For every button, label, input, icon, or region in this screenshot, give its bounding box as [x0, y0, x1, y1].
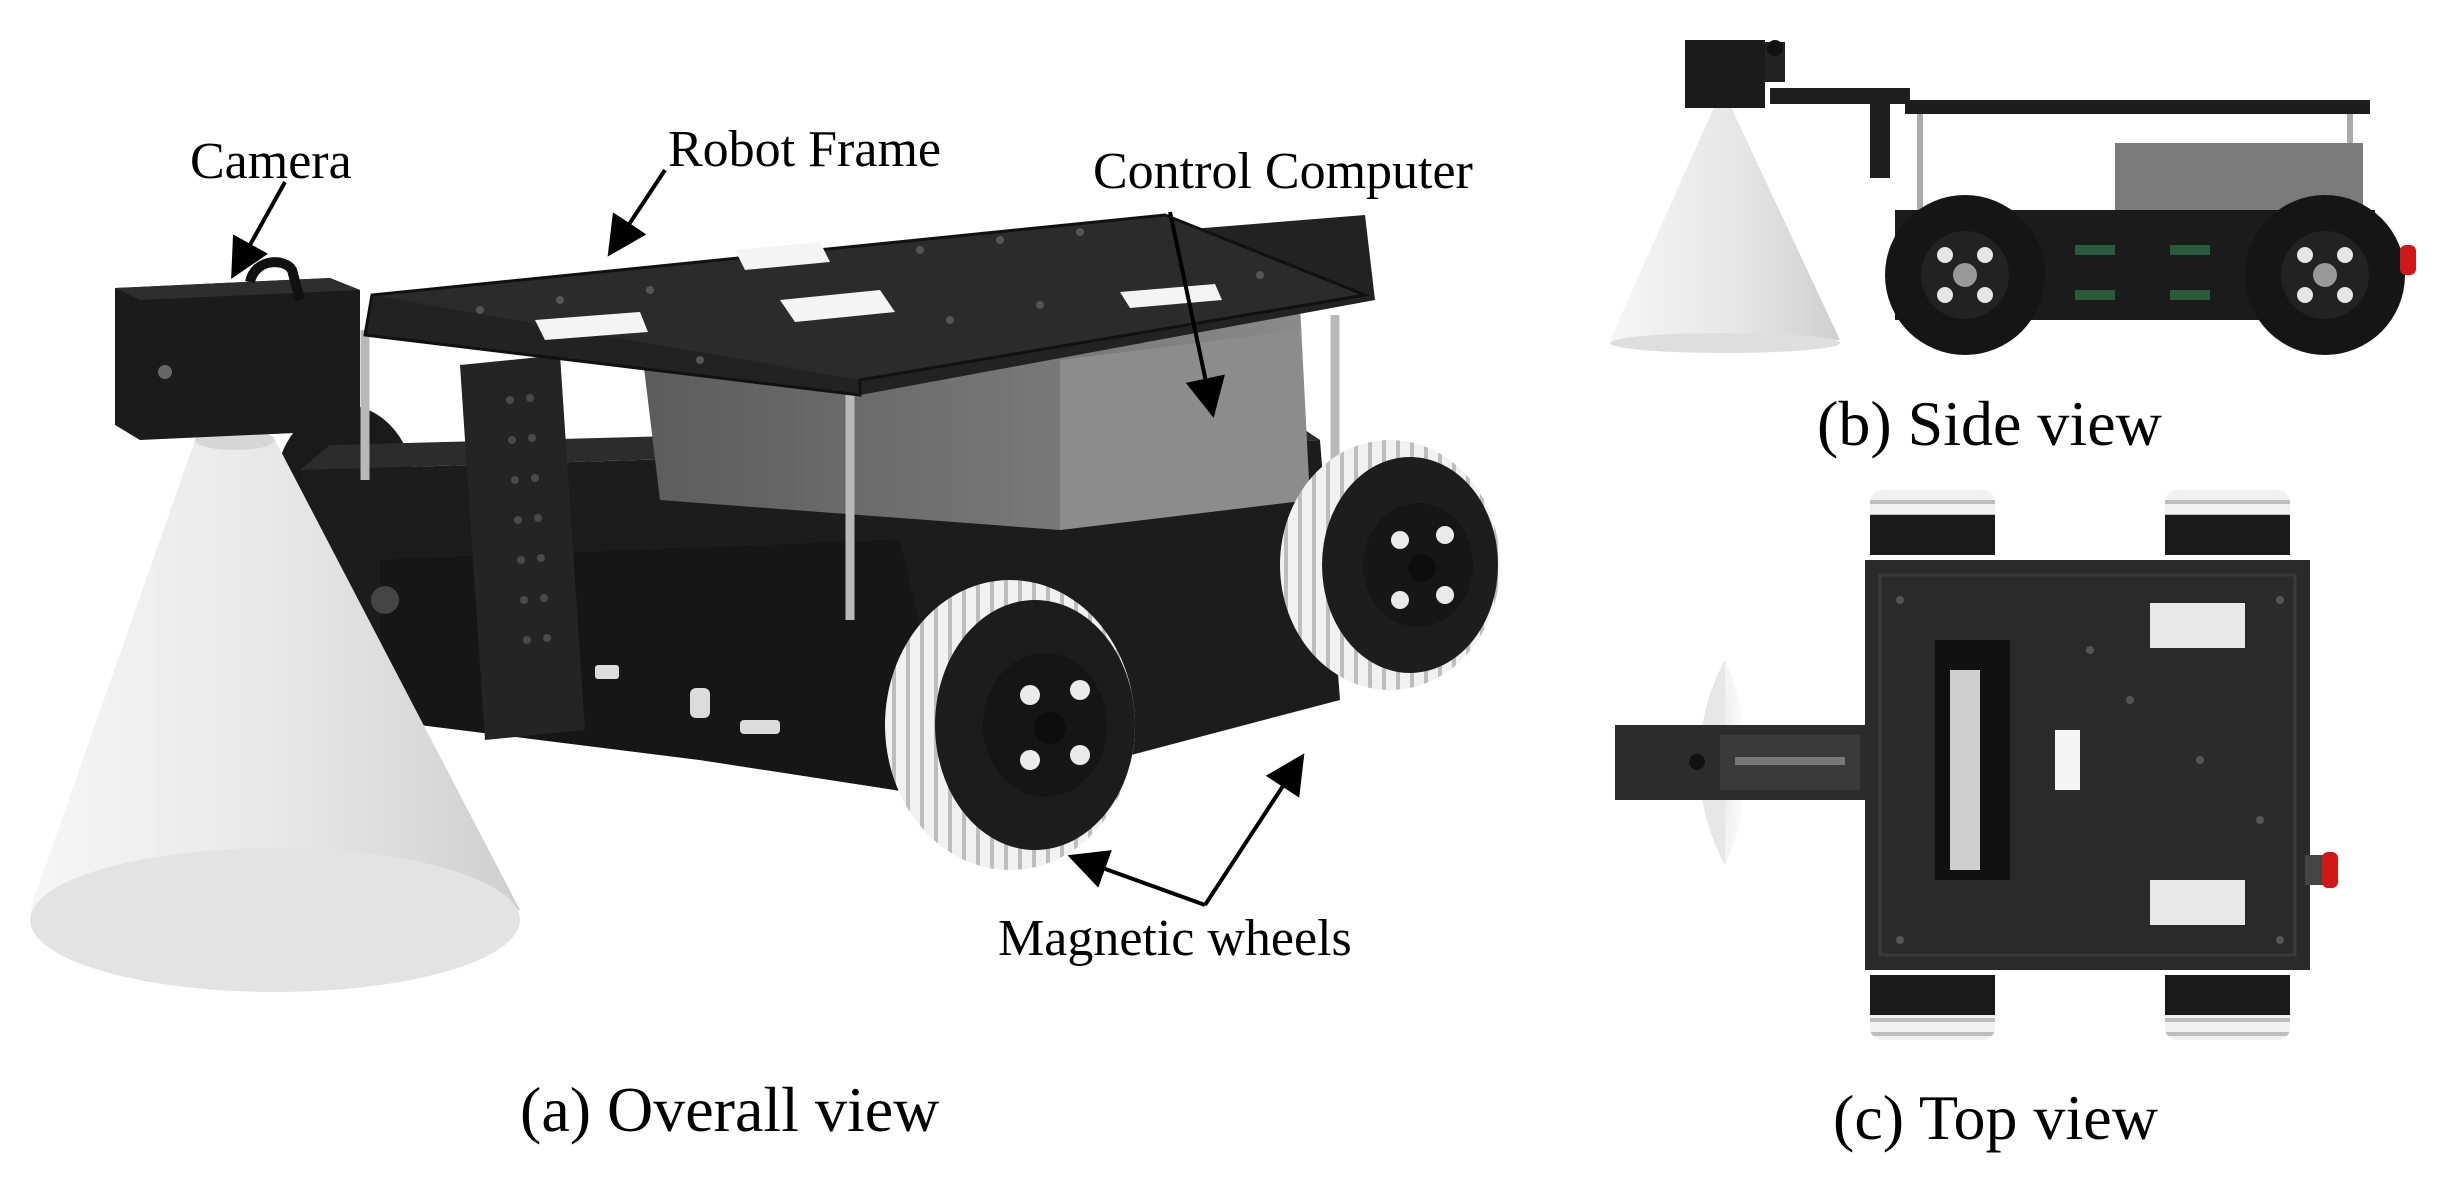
robot-frame-plate	[363, 213, 1375, 397]
top-view	[1615, 490, 2338, 1040]
overall-view	[30, 168, 1500, 992]
standoffs	[360, 315, 1340, 620]
robot-frame-label: Robot Frame	[668, 121, 941, 178]
front-near-wheel	[885, 580, 1135, 870]
camera-label: Camera	[190, 133, 352, 190]
side-view-caption: (b) Side view	[1817, 388, 2162, 459]
side-view	[1610, 40, 2416, 355]
camera-cone	[30, 430, 520, 992]
top-view-wheels	[1870, 490, 2290, 1040]
front-far-wheel	[1280, 440, 1500, 690]
camera-body	[115, 257, 360, 440]
overall-view-caption: (a) Overall view	[520, 1074, 940, 1145]
top-view-caption: (c) Top view	[1833, 1082, 2158, 1153]
control-computer-label: Control Computer	[1093, 143, 1473, 200]
magnetic-wheels-label: Magnetic wheels	[998, 910, 1352, 967]
callout-arrows	[231, 168, 1305, 907]
